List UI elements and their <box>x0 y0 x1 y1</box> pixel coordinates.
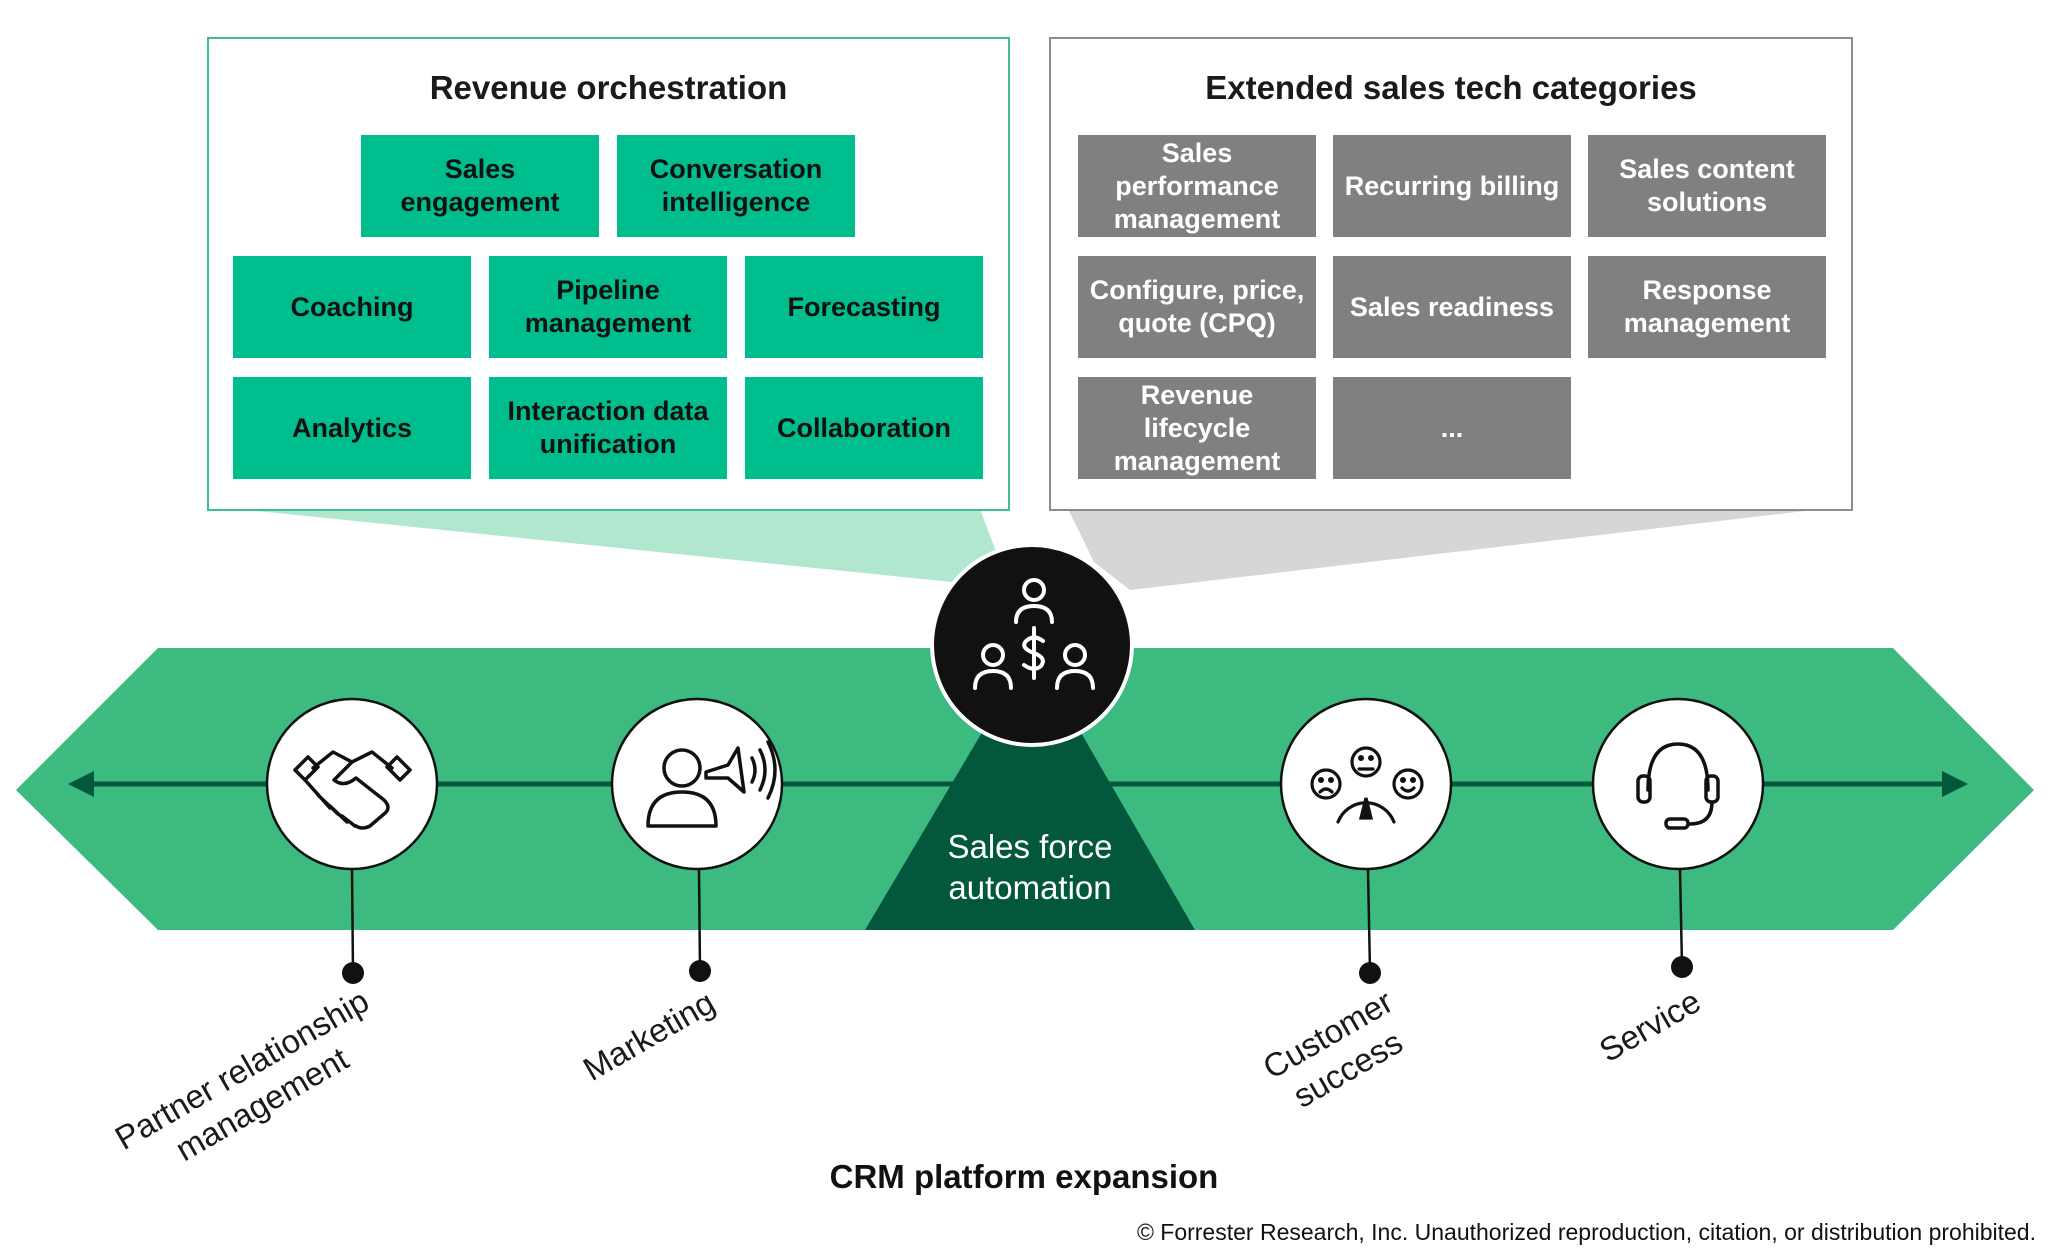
people-money-icon <box>973 578 1095 690</box>
tile-cpq: Configure, price, quote (CPQ) <box>1078 256 1316 358</box>
sales-force-automation-label: Sales force automation <box>947 828 1113 906</box>
tile-sales-engagement: Sales engagement <box>361 135 599 237</box>
tile-sales-readiness: Sales readiness <box>1333 256 1571 358</box>
tile-coaching: Coaching <box>233 256 471 358</box>
tile-recurring-billing: Recurring billing <box>1333 135 1571 237</box>
tile-response-management: Response management <box>1588 256 1826 358</box>
tile-forecasting: Forecasting <box>745 256 983 358</box>
revenue-orchestration-title: Revenue orchestration <box>429 69 788 106</box>
axis-arrow-right <box>1942 771 1968 797</box>
tile-revenue-lifecycle-management: Revenue lifecycle management <box>1078 377 1316 479</box>
tile-pipeline-management: Pipeline management <box>489 256 727 358</box>
gray-funnel <box>1068 509 1822 590</box>
tile-collaboration: Collaboration <box>745 377 983 479</box>
sfa-triangle <box>865 648 1195 930</box>
copyright-notice: © Forrester Research, Inc. Unauthorized … <box>1136 1219 2036 1245</box>
extended-categories-title: Extended sales tech categories <box>1205 69 1697 106</box>
handshake-icon <box>293 750 412 830</box>
headset-icon <box>1636 742 1720 830</box>
spoke-dots <box>342 956 1693 984</box>
spoke-stems <box>350 869 1684 973</box>
tile-sales-performance-management: Sales performance management <box>1078 135 1316 237</box>
green-funnel <box>238 509 1030 590</box>
axis-arrow-left <box>68 771 94 797</box>
satisfaction-gauge-icon <box>1310 746 1424 824</box>
tile-ellipsis: ... <box>1333 377 1571 479</box>
tile-analytics: Analytics <box>233 377 471 479</box>
tile-conversation-intelligence: Conversation intelligence <box>617 135 855 237</box>
crm-platform-expansion-title: CRM platform expansion <box>829 1158 1219 1195</box>
tile-interaction-data-unification: Interaction data unification <box>489 377 727 479</box>
megaphone-person-icon <box>646 740 777 828</box>
tile-sales-content-solutions: Sales content solutions <box>1588 135 1826 237</box>
